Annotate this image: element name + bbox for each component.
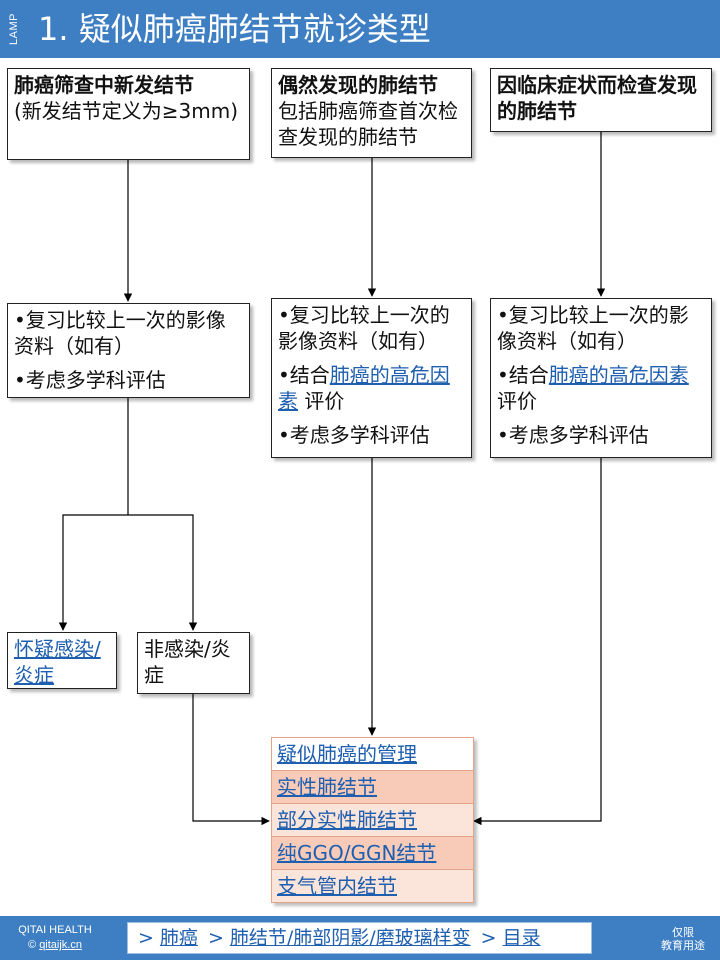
- box-incidental-heading: 偶然发现的肺结节: [278, 73, 438, 97]
- footer-bar: QITAI HEALTH © qitaijk.cn >肺癌>肺结节/肺部阴影/磨…: [0, 916, 720, 960]
- breadcrumb-sep-2: >: [207, 927, 224, 949]
- brand-site-link[interactable]: qitaijk.cn: [39, 939, 82, 951]
- non-infection-text: 非感染/炎症: [144, 637, 231, 687]
- edu-line1: 仅限: [672, 926, 694, 939]
- brand-site: © qitaijk.cn: [10, 938, 100, 953]
- review-col3-item1: •复习比较上一次的影像资料（如有）: [497, 303, 689, 353]
- box-incidental-detail: 包括肺癌筛查首次检查发现的肺结节: [278, 99, 458, 149]
- box-review-col3: •复习比较上一次的影像资料（如有） •结合肺癌的高危因素 评价 •考虑多学科评估: [490, 298, 712, 458]
- mgmt-part-solid-nodule-link[interactable]: 部分实性肺结节: [272, 804, 473, 837]
- mgmt-pure-ggo-link[interactable]: 纯GGO/GGN结节: [272, 837, 473, 870]
- box-review-col2: •复习比较上一次的影像资料（如有） •结合肺癌的高危因素 评价 •考虑多学科评估: [271, 298, 472, 458]
- connector-to-infection: [58, 514, 128, 631]
- review-col1-item2: •考虑多学科评估: [14, 368, 166, 392]
- management-stack: 疑似肺癌的管理 实性肺结节 部分实性肺结节 纯GGO/GGN结节 支气管内结节: [271, 737, 474, 903]
- breadcrumb-link-contents[interactable]: 目录: [502, 927, 541, 949]
- risk-factors-link-col3[interactable]: 肺癌的高危因素: [548, 363, 689, 387]
- review-col2-item1: •复习比较上一次的影像资料（如有）: [278, 303, 450, 353]
- box-screening-detail: (新发结节定义为≥3mm): [14, 99, 239, 123]
- box-symptomatic-heading: 因临床症状而检查发现的肺结节: [497, 73, 697, 123]
- review-col2-item2-prefix: •结合: [278, 363, 330, 387]
- breadcrumb: >肺癌>肺结节/肺部阴影/磨玻璃样变>目录: [127, 922, 592, 954]
- brand-name: QITAI HEALTH: [18, 924, 92, 936]
- box-screening-heading: 肺癌筛查中新发结节: [14, 73, 194, 97]
- box-suspected-infection: 怀疑感染/炎症: [7, 632, 117, 689]
- box-review-col1: •复习比较上一次的影像资料（如有） •考虑多学科评估: [7, 303, 250, 398]
- header-bar: LAMP 1. 疑似肺癌肺结节就诊类型: [0, 0, 720, 58]
- review-col3-item2: •结合肺癌的高危因素 评价: [497, 362, 705, 414]
- page-title: 1. 疑似肺癌肺结节就诊类型: [38, 10, 431, 48]
- risk-factors-link-col2[interactable]: 肺癌的高危因素: [278, 363, 450, 413]
- box-incidental-nodule: 偶然发现的肺结节 包括肺癌筛查首次检查发现的肺结节: [271, 68, 472, 158]
- review-col2-item2: •结合肺癌的高危因素 评价: [278, 362, 465, 414]
- brand-block: QITAI HEALTH © qitaijk.cn: [10, 923, 100, 953]
- review-col3-item2-suffix: 评价: [497, 389, 537, 413]
- box-non-infection: 非感染/炎症: [137, 632, 250, 694]
- education-only-note: 仅限 教育用途: [650, 926, 716, 952]
- box-symptomatic-nodule: 因临床症状而检查发现的肺结节: [490, 68, 712, 132]
- mgmt-endobronchial-nodule-link[interactable]: 支气管内结节: [272, 870, 473, 902]
- breadcrumb-link-lung-cancer[interactable]: 肺癌: [159, 927, 198, 949]
- copyright-symbol: ©: [28, 939, 37, 951]
- breadcrumb-sep-1: >: [138, 927, 154, 949]
- mgmt-solid-nodule-link[interactable]: 实性肺结节: [272, 771, 473, 804]
- connector-col3-to-mgmt: [473, 458, 602, 826]
- breadcrumb-link-nodule[interactable]: 肺结节/肺部阴影/磨玻璃样变: [229, 927, 471, 949]
- review-col2-item3: •考虑多学科评估: [278, 423, 430, 447]
- breadcrumb-sep-3: >: [480, 927, 497, 949]
- review-col3-item3: •考虑多学科评估: [497, 423, 649, 447]
- review-col1-item1: •复习比较上一次的影像资料（如有）: [14, 308, 226, 358]
- box-screening-new-nodule: 肺癌筛查中新发结节 (新发结节定义为≥3mm): [7, 68, 250, 160]
- review-col3-item2-prefix: •结合: [497, 363, 549, 387]
- edu-line2: 教育用途: [661, 939, 705, 952]
- suspected-infection-link[interactable]: 怀疑感染/炎症: [14, 637, 101, 687]
- connector-non-infection-to-mgmt: [192, 694, 270, 826]
- review-col2-item2-suffix: 评价: [298, 389, 345, 413]
- mgmt-suspected-cancer-link[interactable]: 疑似肺癌的管理: [272, 738, 473, 771]
- connector-to-non-infection: [128, 514, 198, 631]
